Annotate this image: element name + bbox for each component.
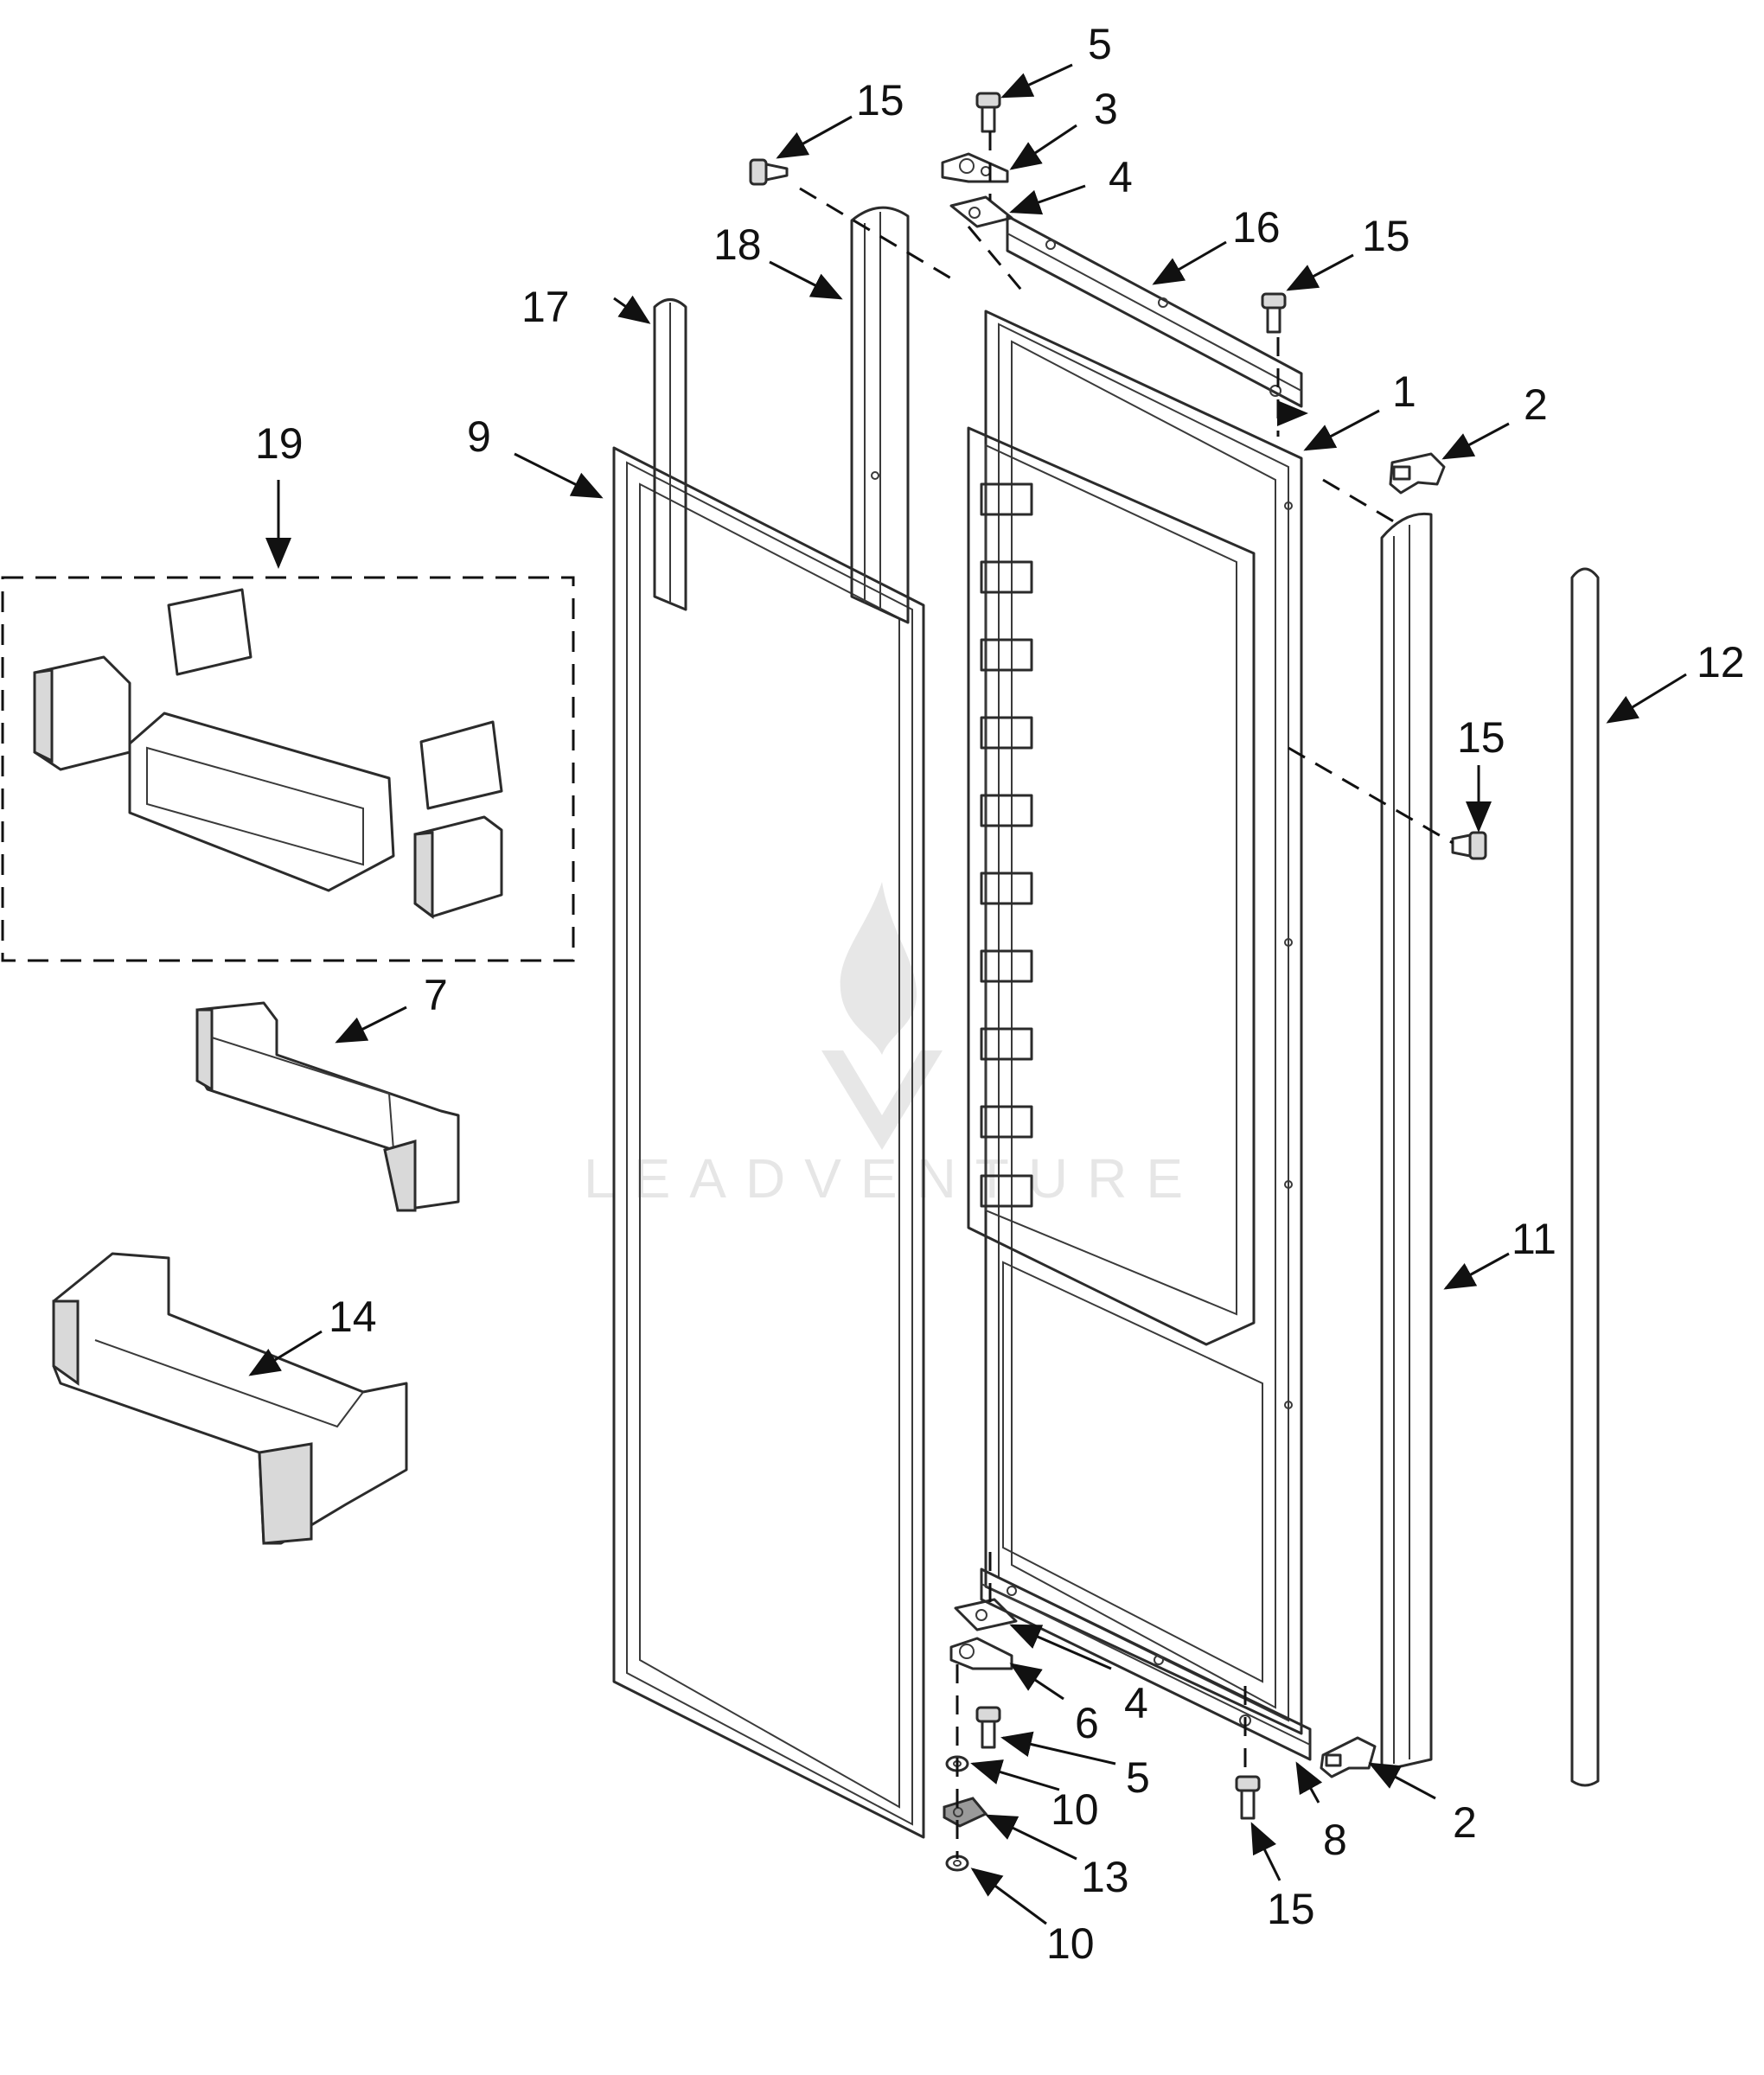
leader-7 [335,1006,407,1044]
callout-14: 14 [329,1293,377,1341]
callout-10-top: 10 [1051,1785,1099,1834]
leader-8 [1295,1761,1323,1804]
callout-6: 6 [1075,1699,1099,1747]
align-line-1 [799,187,956,283]
callout-16: 16 [1232,203,1281,252]
door-bin-7 [195,1001,460,1212]
leader-2-bottom [1368,1762,1436,1800]
callout-15-side: 15 [1457,713,1505,762]
screw-15-top-right-icon [1261,292,1287,334]
callout-5-top: 5 [1088,20,1112,68]
callout-2-top: 2 [1524,380,1548,429]
callout-18: 18 [713,220,762,269]
top-hinge-3 [941,152,1009,183]
leader-4-top [1009,184,1086,215]
clip-top-2 [1389,452,1446,495]
leader-11 [1443,1252,1510,1290]
leader-1 [1303,409,1380,451]
leader-10-top [970,1759,1060,1791]
callout-3: 3 [1094,85,1118,133]
leader-15-top-left [776,115,853,159]
side-strip-11 [1380,512,1433,1772]
leader-9 [514,452,604,499]
align-line-3 [967,226,1026,295]
leader-5-bottom [1000,1731,1116,1765]
hinge-shim-4-bottom [954,1598,1018,1631]
callout-4-bottom: 4 [1124,1679,1148,1727]
align-line-5 [1322,478,1397,525]
leader-15-bottom [1250,1822,1281,1881]
leader-4-bottom [1009,1624,1112,1670]
top-channel-16 [1006,214,1303,408]
callout-2-bottom: 2 [1453,1798,1477,1847]
leader-2-top [1441,422,1510,460]
callout-7: 7 [424,971,448,1019]
callout-11: 11 [1512,1215,1556,1263]
leaders [248,63,1687,1925]
leader-16 [1152,240,1227,285]
leader-6 [1009,1663,1064,1701]
door-handle-strip-18 [850,206,910,624]
leader-3 [1009,124,1077,170]
callout-17: 17 [521,283,570,331]
leader-15-top-right [1286,253,1354,291]
screw-15-top-left-icon [749,158,789,186]
callout-4-top: 4 [1109,153,1133,201]
callout-15-top-right: 15 [1362,212,1410,260]
hinge-shim-4-top [949,195,1013,228]
callout-15-bottom: 15 [1267,1885,1315,1933]
screw-5-top-icon [975,92,1001,133]
leader-17 [613,295,651,324]
screw-5-bottom-icon [975,1706,1001,1749]
door-trim-strip-17 [653,298,687,611]
screw-15-bottom-icon [1235,1775,1261,1820]
callout-10-bottom: 10 [1046,1919,1095,1968]
callout-12: 12 [1697,638,1745,686]
leader-10-bottom [970,1868,1047,1925]
bin-assembly-19 [1,576,575,962]
clip-bottom-2 [1320,1736,1377,1778]
leader-13 [985,1814,1077,1861]
align-line-6 [1288,746,1454,845]
leader-12 [1606,673,1687,724]
callout-1: 1 [1392,367,1416,416]
leader-5-top [1000,63,1073,99]
door-inner-liner [967,310,1303,1735]
side-rod-12 [1570,567,1600,1787]
callout-9: 9 [467,412,491,461]
callout-labels: 1 2 2 3 4 4 5 5 6 7 8 9 10 10 11 12 13 1… [255,20,1745,1968]
callout-15-top-left: 15 [856,76,904,124]
liner-shelf-supports [980,482,1033,1208]
bottom-hinge-6 [949,1637,1013,1670]
leader-18 [769,260,843,300]
screw-15-side-icon [1451,831,1487,860]
watermark-text: LEADVENTURE [584,1147,1202,1210]
callout-13: 13 [1081,1853,1129,1901]
leader-14 [248,1330,323,1376]
cam-13-icon [943,1797,988,1828]
bin-assembly-frame [1,576,575,962]
callout-19: 19 [255,419,304,468]
watermark: LEADVENTURE [584,882,1202,1210]
callout-8: 8 [1323,1816,1347,1864]
callout-5-bottom: 5 [1126,1753,1150,1802]
door-bin-14 [52,1252,408,1545]
bottom-channel-8 [980,1567,1312,1761]
door-outer-panel [612,446,925,1839]
